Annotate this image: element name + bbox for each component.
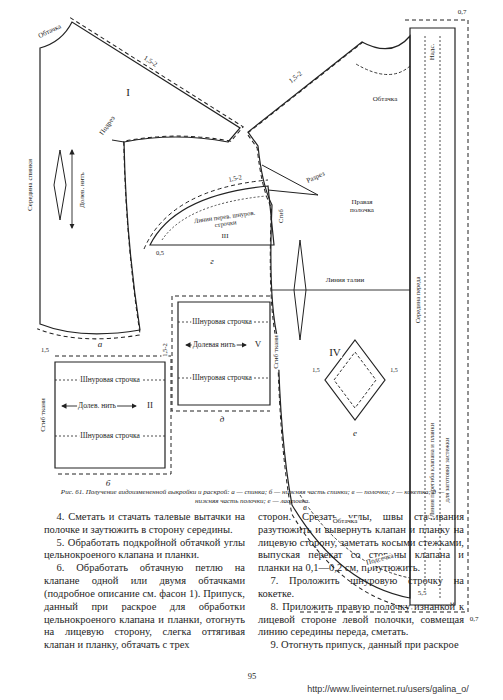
part-label: Середина переда (414, 276, 421, 325)
part-number: I (125, 86, 131, 98)
part-label: Шнуровая строчка (79, 376, 141, 384)
dimension: 1,5-2 (287, 70, 305, 86)
part-letter: д (219, 415, 226, 425)
part-label: Подрез (98, 114, 118, 138)
part-letter: б (105, 479, 112, 489)
dimension: 0,7 (457, 9, 468, 17)
part-number: III (221, 233, 230, 241)
part-label: Середина спинки (27, 158, 35, 212)
dimension: 5,5 (417, 590, 428, 598)
page-number: 95 (247, 672, 258, 681)
body-paragraph: 8. Приложить правую полочку изнанкой к л… (258, 601, 464, 639)
dimension: 1,5-2 (227, 173, 244, 183)
part-label: Разрез (305, 170, 327, 186)
part-label: Обтачка (372, 96, 399, 104)
body-paragraph: 9. Отогнуть припуск, данный при раскрое (258, 639, 464, 652)
part-label: для заготовки застежки (443, 437, 450, 504)
dimension: 0,5 (155, 249, 165, 256)
dimension: 1,5-2 (161, 342, 168, 358)
body-paragraph: сторон. Срезать углы, швы стачивания раз… (258, 511, 464, 575)
part-letter: е (352, 429, 358, 439)
dimension: 1,5 (389, 367, 399, 374)
part-number: V (254, 340, 263, 350)
body-paragraph: 5. Обработать подкройной обтачкой углы ц… (44, 537, 245, 563)
part-label: Сгиб (277, 208, 284, 224)
part-label: Долев. нить (79, 171, 87, 208)
part-label: Сгиб ткани (273, 334, 281, 370)
part-label: Надс. (429, 43, 437, 62)
part-label: Линия перегиба клапана и планки (428, 422, 435, 518)
dimension: 0,7 (469, 616, 480, 624)
part-label: Сгиб ткани (40, 397, 48, 433)
body-paragraph: 4. Сметать и стачать талевые вытачки на … (44, 511, 245, 537)
dimension: 1,5 (40, 346, 50, 353)
figure-caption: Рис. 61. Получение видоизмененной выкрой… (50, 488, 455, 506)
body-paragraph: 6. Обработать обтачную петлю на клапане … (44, 562, 245, 652)
part-label: Обтачка (332, 518, 359, 526)
body-paragraph: 7. Проложить шнуровую строчку на кокетке… (258, 575, 464, 601)
part-number: II (146, 401, 154, 411)
text-column: 4. Сметать и стачать талевые вытачки на … (44, 511, 245, 652)
part-label: Шнуровая строчка (191, 374, 253, 382)
part-letter: а (97, 340, 104, 350)
part-label: Шнуровая строчка (191, 318, 253, 326)
part-letter: г (209, 257, 215, 267)
watermark: http://www.liveinternet.ru/users/galina_… (306, 685, 470, 695)
part-number: IV (328, 346, 342, 358)
part-label: Линия талии (325, 277, 365, 285)
dimension: 1,5 (311, 367, 321, 374)
part-label: Линии перев. шнуров. строчки (192, 208, 257, 231)
text-column: сторон. Срезать углы, швы стачивания раз… (258, 511, 464, 652)
part-label: Долевая нить (192, 341, 237, 349)
part-label: Шнуровая строчка (79, 432, 141, 440)
part-label: Правая полочка (344, 199, 380, 214)
part-label: Долев. нить (77, 402, 117, 410)
